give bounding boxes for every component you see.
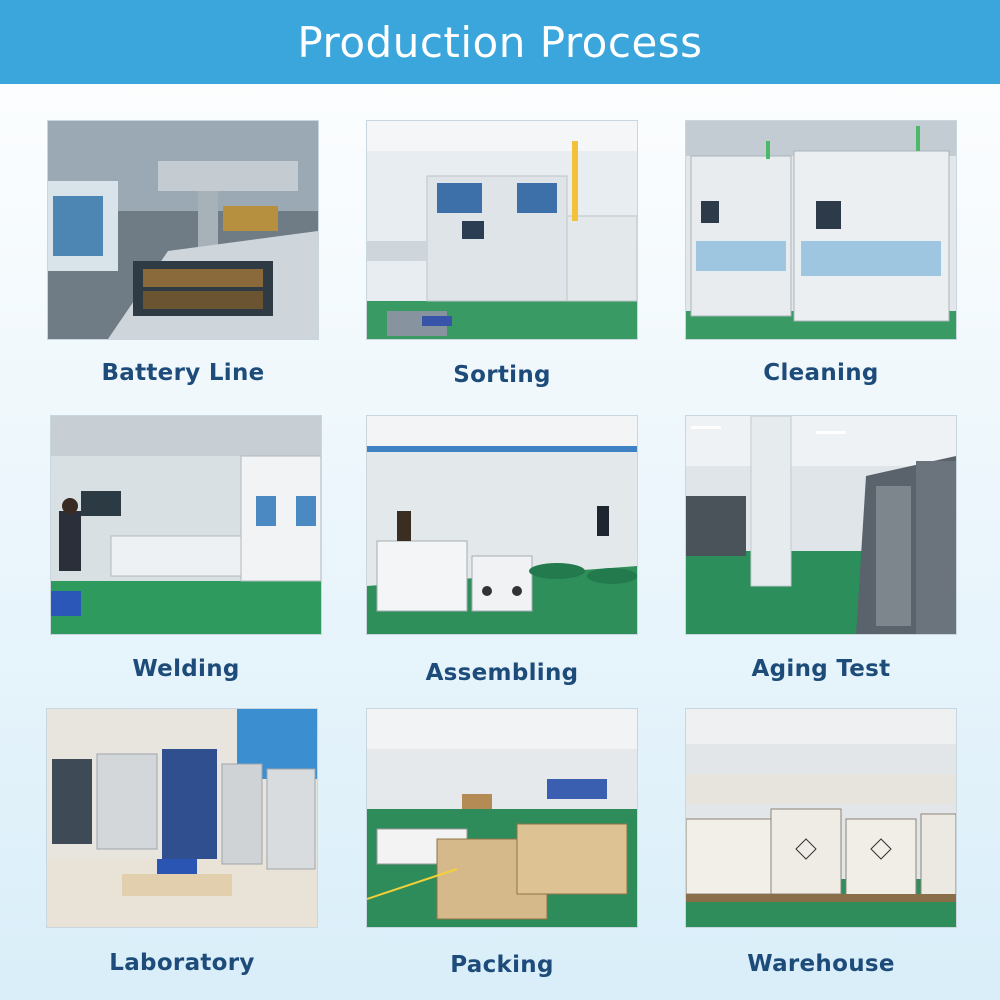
- battery-line-photo: [47, 120, 319, 340]
- step-card-warehouse: Warehouse: [685, 708, 957, 977]
- step-label: Packing: [450, 952, 554, 978]
- step-label: Cleaning: [763, 360, 879, 386]
- step-card-welding: Welding: [50, 415, 322, 682]
- step-label: Welding: [132, 656, 240, 682]
- step-label: Warehouse: [747, 951, 895, 977]
- step-card-laboratory: Laboratory: [46, 708, 318, 976]
- assembling-photo: [366, 415, 638, 635]
- page-title: Production Process: [297, 17, 703, 67]
- step-label: Assembling: [425, 660, 579, 686]
- step-card-aging-test: Aging Test: [685, 415, 957, 682]
- sorting-photo: [366, 120, 638, 340]
- step-label: Aging Test: [751, 656, 891, 682]
- step-card-assembling: Assembling: [366, 415, 638, 686]
- header-banner: Production Process: [0, 0, 1000, 84]
- step-label: Laboratory: [109, 950, 255, 976]
- step-label: Battery Line: [101, 360, 265, 386]
- step-card-cleaning: Cleaning: [685, 120, 957, 386]
- step-card-battery-line: Battery Line: [47, 120, 319, 386]
- laboratory-photo: [46, 708, 318, 928]
- packing-photo: [366, 708, 638, 928]
- aging-test-photo: [685, 415, 957, 635]
- warehouse-photo: [685, 708, 957, 928]
- cleaning-photo: [685, 120, 957, 340]
- welding-photo: [50, 415, 322, 635]
- step-label: Sorting: [453, 362, 551, 388]
- step-card-packing: Packing: [366, 708, 638, 978]
- step-card-sorting: Sorting: [366, 120, 638, 388]
